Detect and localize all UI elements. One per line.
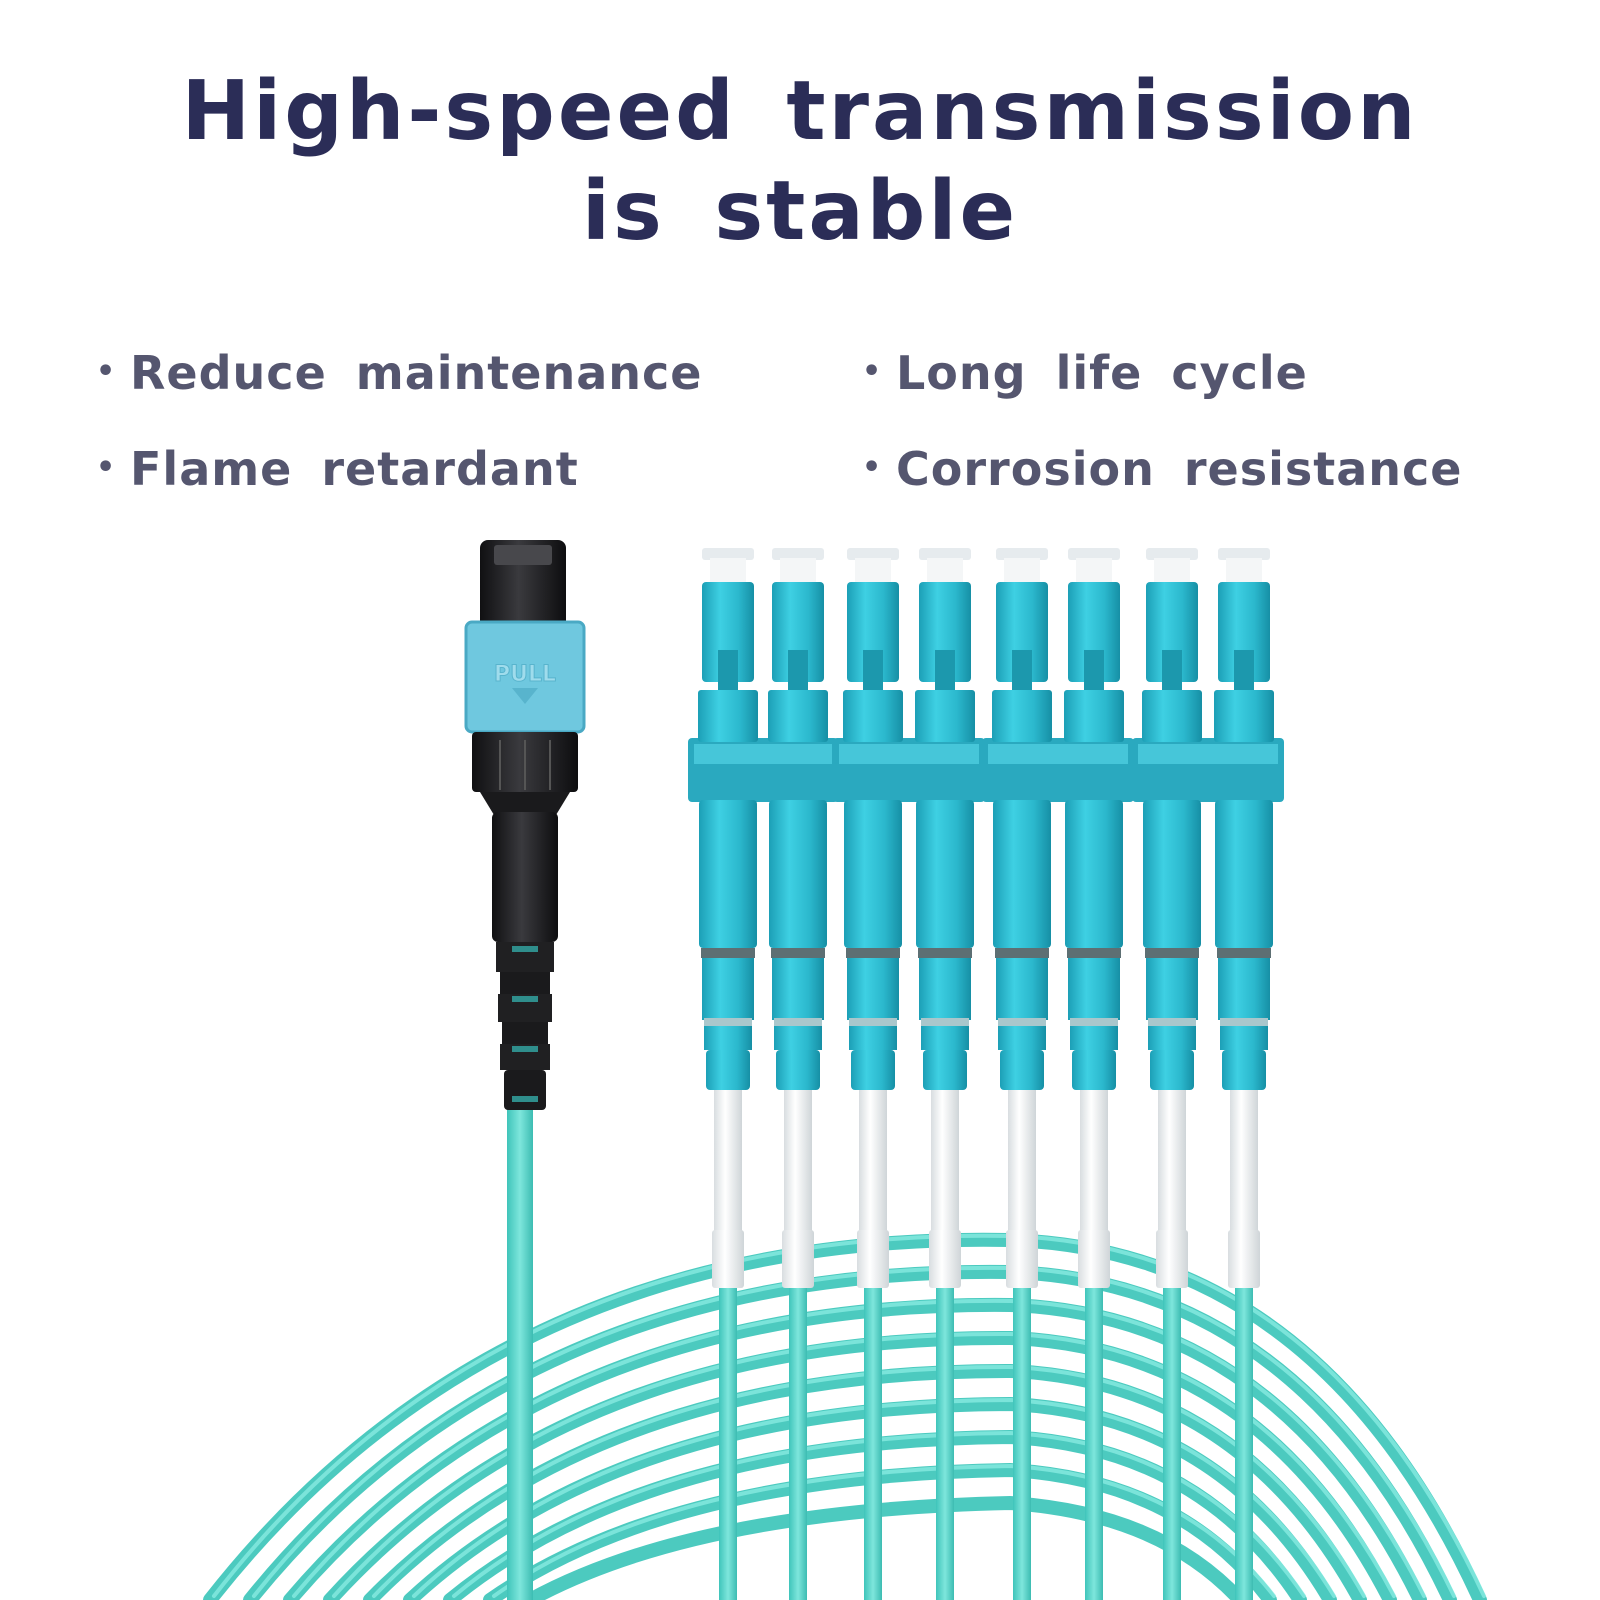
lc-connector: [1064, 548, 1124, 1600]
mpo-connector: PULL: [464, 540, 586, 1110]
pull-label: PULL: [494, 662, 556, 687]
headline-line-1: High-speed transmission: [181, 64, 1419, 159]
headline-line-2: is stable: [581, 164, 1019, 259]
bullet-icon: •: [96, 354, 117, 389]
lc-connector-group: [688, 548, 1284, 1600]
feature-label: Corrosion resistance: [896, 442, 1463, 496]
lc-connector: [698, 548, 758, 1600]
duplex-clip: [1132, 738, 1284, 802]
lc-connector: [1214, 548, 1274, 1600]
duplex-clip: [982, 738, 1134, 802]
lc-connector: [915, 548, 975, 1600]
pull-arrow-icon: [512, 688, 538, 704]
lc-connector: [992, 548, 1052, 1600]
cable-coil: [203, 1232, 1487, 1600]
feature-flame-retardant: • Flame retardant: [96, 440, 579, 497]
feature-label: Long life cycle: [896, 346, 1308, 400]
feature-label: Flame retardant: [130, 442, 579, 496]
trunk-cable: [507, 1100, 533, 1600]
feature-reduce-maintenance: • Reduce maintenance: [96, 344, 702, 401]
mpo-strain-relief-boot: [496, 942, 554, 1110]
bullet-icon: •: [96, 450, 117, 485]
lc-connector: [768, 548, 828, 1600]
feature-corrosion-resistance: • Corrosion resistance: [862, 440, 1463, 497]
lc-connector: [843, 548, 903, 1600]
bullet-icon: •: [862, 450, 883, 485]
duplex-clip: [688, 738, 838, 802]
lc-connector: [1142, 548, 1202, 1600]
feature-label: Reduce maintenance: [130, 346, 703, 400]
headline: High-speed transmission is stable: [0, 62, 1600, 262]
feature-long-life-cycle: • Long life cycle: [862, 344, 1308, 401]
duplex-clip: [833, 738, 985, 802]
bullet-icon: •: [862, 354, 883, 389]
